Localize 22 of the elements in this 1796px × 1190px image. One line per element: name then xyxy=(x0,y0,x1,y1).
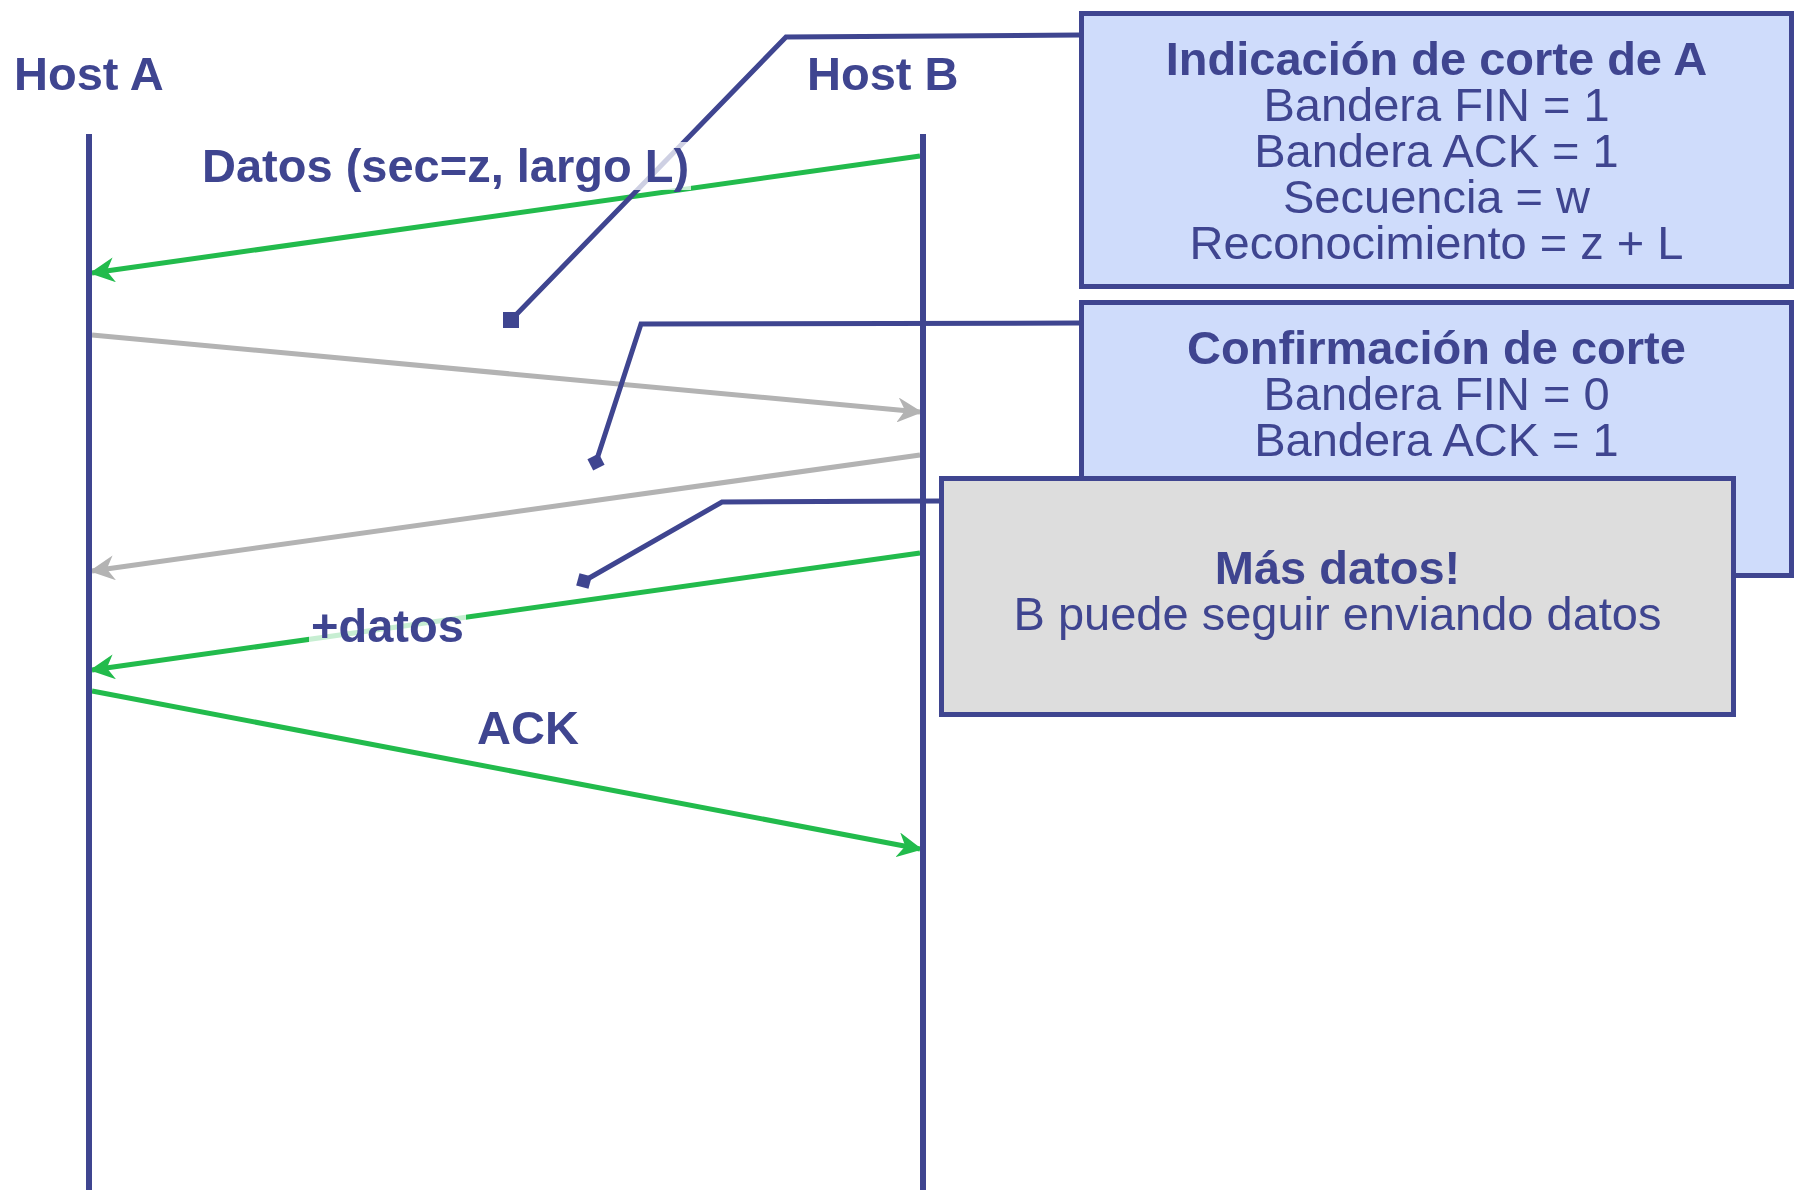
host-label: Host B xyxy=(807,46,977,102)
note-title: Confirmación de corte xyxy=(1186,325,1687,371)
note-line: Bandera FIN = 0 xyxy=(1262,371,1611,417)
note-line: Bandera FIN = 1 xyxy=(1262,82,1611,128)
note-box xyxy=(1079,11,1794,289)
arrow xyxy=(91,332,923,423)
lifeline xyxy=(86,134,92,1190)
note-title: Más datos! xyxy=(1213,545,1462,591)
note-tooltip xyxy=(939,476,1736,717)
note-line: Bandera ACK = 1 xyxy=(1253,417,1620,463)
leader-line xyxy=(576,498,939,589)
note-title: Indicación de corte de A xyxy=(1164,36,1709,82)
leader-line xyxy=(587,320,1079,471)
arrow xyxy=(89,452,921,581)
arrow xyxy=(91,688,923,858)
arrow xyxy=(89,153,921,283)
note-line: Secuencia = w xyxy=(1282,174,1591,220)
note-line: Reconocimiento = z + L xyxy=(1188,220,1685,266)
leader-line xyxy=(503,32,1079,328)
host-label: Host A xyxy=(14,46,184,102)
lifeline xyxy=(920,134,926,1190)
note-line: Bandera ACK = 1 xyxy=(1253,128,1620,174)
